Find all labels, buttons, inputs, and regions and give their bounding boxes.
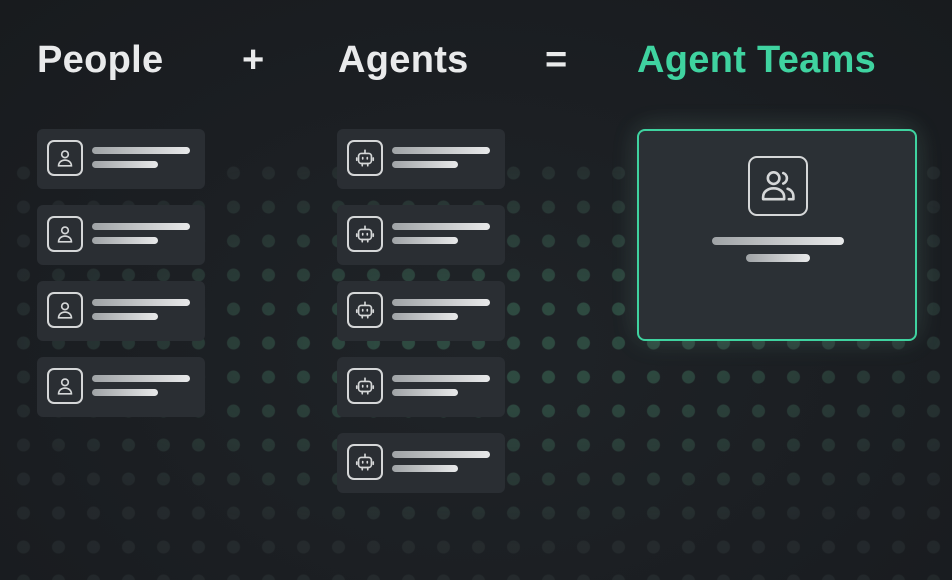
people-heading: People [37, 39, 164, 81]
agents-heading: Agents [338, 39, 469, 81]
name-placeholder-bar [392, 375, 490, 382]
name-placeholder-bar [392, 223, 490, 230]
robot-icon [347, 292, 383, 328]
plus-operator: + [242, 39, 265, 81]
robot-icon [347, 140, 383, 176]
person-icon [47, 216, 83, 252]
agent-card [337, 205, 505, 265]
detail-placeholder-bar [392, 161, 458, 168]
agent-card [337, 129, 505, 189]
detail-placeholder-bar [392, 465, 458, 472]
name-placeholder-bar [392, 147, 490, 154]
name-placeholder-bar [392, 451, 490, 458]
person-card [37, 281, 205, 341]
robot-icon [347, 444, 383, 480]
person-icon [47, 368, 83, 404]
name-placeholder-bar [92, 375, 190, 382]
detail-placeholder-bar [92, 313, 158, 320]
person-card [37, 357, 205, 417]
detail-placeholder-bar [92, 237, 158, 244]
detail-placeholder-bar [392, 237, 458, 244]
agent-teams-heading: Agent Teams [637, 39, 877, 81]
agent-card [337, 357, 505, 417]
detail-placeholder-bar [92, 161, 158, 168]
team-name-placeholder-bar [712, 237, 844, 245]
robot-icon [347, 216, 383, 252]
person-card [37, 205, 205, 265]
name-placeholder-bar [92, 223, 190, 230]
agent-team-card [637, 129, 917, 341]
agent-card [337, 281, 505, 341]
detail-placeholder-bar [392, 389, 458, 396]
person-icon [47, 140, 83, 176]
detail-placeholder-bar [392, 313, 458, 320]
person-icon [47, 292, 83, 328]
name-placeholder-bar [392, 299, 490, 306]
team-icon [748, 156, 808, 216]
robot-icon [347, 368, 383, 404]
detail-placeholder-bar [92, 389, 158, 396]
agent-card [337, 433, 505, 493]
team-detail-placeholder-bar [746, 254, 810, 262]
name-placeholder-bar [92, 147, 190, 154]
equals-operator: = [545, 39, 568, 81]
name-placeholder-bar [92, 299, 190, 306]
person-card [37, 129, 205, 189]
